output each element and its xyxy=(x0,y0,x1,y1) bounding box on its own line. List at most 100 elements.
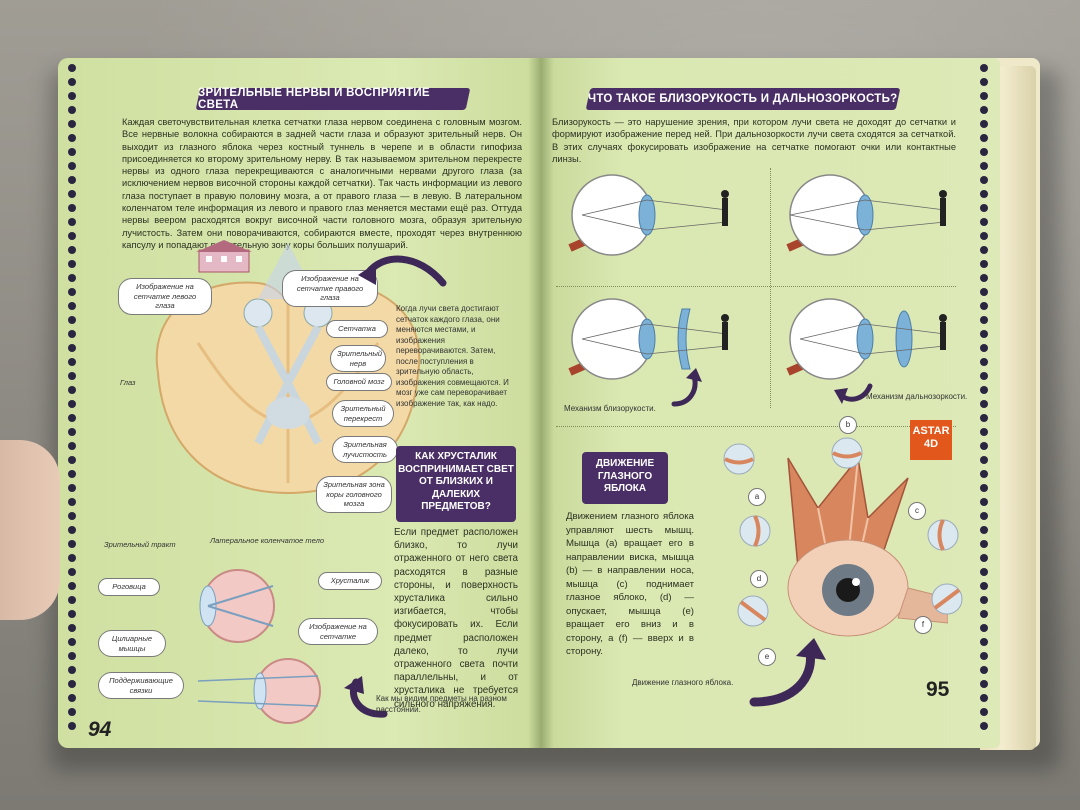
bead-decoration xyxy=(68,64,76,72)
astar-4d-badge: ASTAR 4D xyxy=(910,420,952,460)
bead-decoration xyxy=(68,456,76,464)
bead-decoration xyxy=(68,106,76,114)
bead-decoration xyxy=(980,302,988,310)
question-title: КАК ХРУСТАЛИК ВОСПРИНИМАЕТ СВЕТ ОТ БЛИЗК… xyxy=(398,451,514,512)
hand-holding-book xyxy=(0,440,60,620)
label-lens: Хрусталик xyxy=(318,572,382,590)
bead-decoration xyxy=(980,596,988,604)
bead-decoration xyxy=(980,372,988,380)
bead-decoration xyxy=(980,134,988,142)
bead-decoration xyxy=(980,148,988,156)
bead-decoration xyxy=(68,204,76,212)
bottom-arrow-icon xyxy=(344,676,388,718)
bead-decoration xyxy=(980,64,988,72)
sphere-f-icon xyxy=(931,583,963,615)
bead-decoration xyxy=(68,470,76,478)
bead-decoration xyxy=(980,92,988,100)
movement-arrow-icon xyxy=(749,638,826,707)
label-right-retina-image: Изображение на сетчатке правого глаза xyxy=(282,270,378,307)
label-eye: Глаз xyxy=(120,378,136,387)
label-ciliary: Цилиарные мышцы xyxy=(98,630,166,657)
bead-decoration xyxy=(980,498,988,506)
bead-decoration xyxy=(68,554,76,562)
hyperopia-caption: Механизм дальнозоркости. xyxy=(866,392,968,401)
bead-decoration xyxy=(980,554,988,562)
label-tract: Зрительный тракт xyxy=(104,540,176,549)
bead-decoration xyxy=(68,414,76,422)
bead-decoration xyxy=(68,582,76,590)
sphere-a-icon xyxy=(723,443,755,475)
bead-decoration xyxy=(980,708,988,716)
answer-text: Если предмет расположен близко, то лучи … xyxy=(394,527,518,710)
bead-decoration xyxy=(980,414,988,422)
bead-decoration xyxy=(980,232,988,240)
page-number-right: 95 xyxy=(926,678,950,701)
bead-decoration xyxy=(68,484,76,492)
bead-decoration xyxy=(68,372,76,380)
bead-decoration xyxy=(980,260,988,268)
bead-decoration xyxy=(980,652,988,660)
bead-decoration xyxy=(980,246,988,254)
bead-decoration xyxy=(68,638,76,646)
letter-f: f xyxy=(914,616,932,634)
bead-decoration xyxy=(68,526,76,534)
bead-decoration xyxy=(68,498,76,506)
house-image xyxy=(196,240,252,273)
bead-decoration xyxy=(980,190,988,198)
left-title-banner: ЗРИТЕЛЬНЫЕ НЕРВЫ И ВОСПРИЯТИЕ СВЕТА xyxy=(195,87,471,111)
eye-diagram-hyperopia-corrected xyxy=(786,298,947,380)
label-left-retina-image: Изображение на сетчатке левого глаза xyxy=(118,278,212,315)
label-chiasm: Зрительный перекрест xyxy=(332,400,394,427)
bead-decoration xyxy=(68,176,76,184)
movement-title: ДВИЖЕНИЕ ГЛАЗНОГО ЯБЛОКА xyxy=(595,458,655,494)
bead-decoration xyxy=(980,624,988,632)
bead-decoration xyxy=(68,274,76,282)
bead-decoration xyxy=(980,470,988,478)
bead-decoration xyxy=(980,540,988,548)
letter-d: d xyxy=(750,570,768,588)
bead-decoration xyxy=(68,666,76,674)
bead-decoration xyxy=(980,722,988,730)
myopia-arrow-icon xyxy=(671,368,702,407)
sphere-c-icon xyxy=(927,519,959,551)
book-gutter xyxy=(528,58,554,748)
bead-decoration xyxy=(980,288,988,296)
bead-decoration xyxy=(980,344,988,352)
eye-diagram-myopia-top xyxy=(568,174,729,256)
bead-decoration xyxy=(68,260,76,268)
bead-decoration xyxy=(980,316,988,324)
label-retina-image: Изображение на сетчатке xyxy=(298,618,378,645)
label-retina: Сетчатка xyxy=(326,320,388,338)
letter-c: c xyxy=(908,502,926,520)
letter-e: e xyxy=(758,648,776,666)
side-note: Когда лучи света достигают сетчаток кажд… xyxy=(396,304,509,408)
question-box: КАК ХРУСТАЛИК ВОСПРИНИМАЕТ СВЕТ ОТ БЛИЗК… xyxy=(396,446,516,522)
movement-text: Движением глазного яблока управляют шест… xyxy=(566,511,694,657)
bead-decoration xyxy=(68,540,76,548)
label-cornea: Роговица xyxy=(98,578,160,596)
bead-decoration xyxy=(980,204,988,212)
bead-decoration xyxy=(68,148,76,156)
bead-decoration xyxy=(68,708,76,716)
label-cortex: Зрительная зона коры головного мозга xyxy=(316,476,392,513)
bead-decoration xyxy=(980,330,988,338)
bead-decoration xyxy=(980,526,988,534)
sphere-d-icon xyxy=(739,515,771,547)
letter-b: b xyxy=(839,416,857,434)
bead-decoration xyxy=(980,442,988,450)
bead-decoration xyxy=(980,638,988,646)
bead-decoration xyxy=(980,666,988,674)
bead-decoration xyxy=(980,120,988,128)
eye-muscles-illustration xyxy=(787,456,948,637)
bead-decoration xyxy=(68,512,76,520)
bead-decoration xyxy=(68,386,76,394)
bead-decoration xyxy=(980,78,988,86)
bead-decoration xyxy=(980,106,988,114)
bead-decoration xyxy=(980,484,988,492)
bead-decoration xyxy=(68,218,76,226)
bead-decoration xyxy=(68,624,76,632)
bead-decoration xyxy=(68,316,76,324)
bead-decoration xyxy=(68,442,76,450)
bead-decoration xyxy=(980,680,988,688)
